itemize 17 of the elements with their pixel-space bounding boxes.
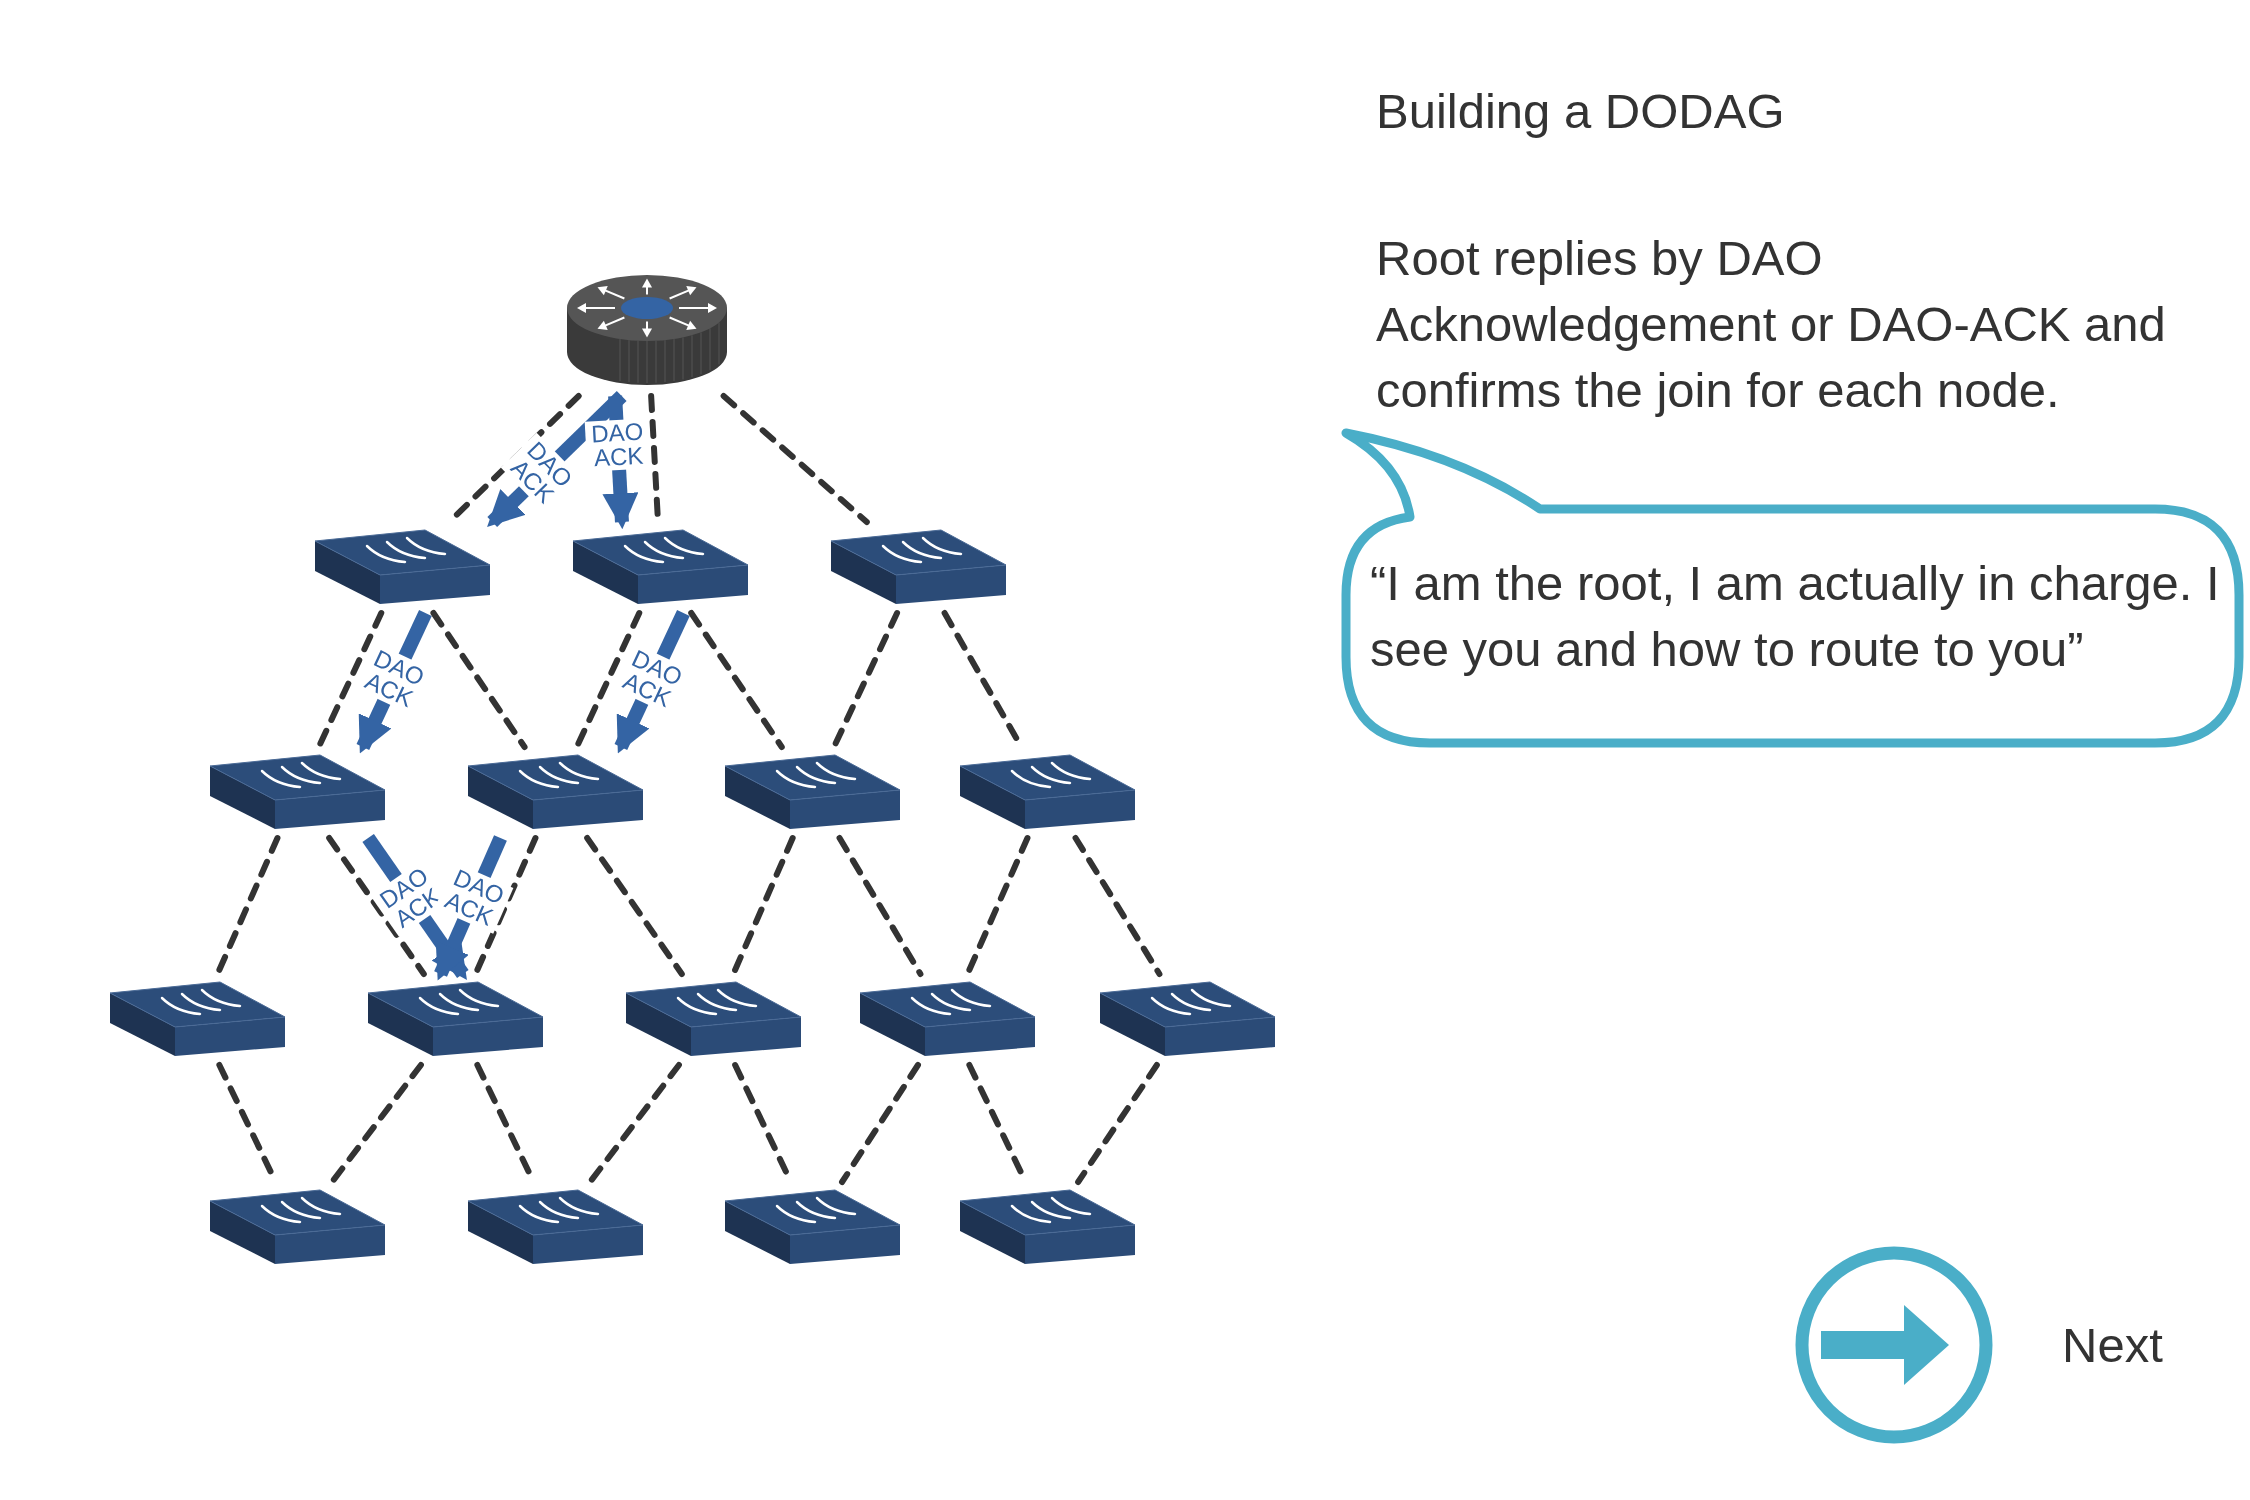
- dashed-link: [584, 835, 685, 977]
- dashed-link: [720, 393, 870, 525]
- dashed-link: [329, 1062, 424, 1185]
- dashed-link: [315, 610, 385, 750]
- dashed-link: [587, 1062, 682, 1185]
- dashed-link: [573, 610, 643, 750]
- dashed-link: [326, 835, 427, 977]
- dashed-link: [836, 835, 924, 977]
- body-text: Root replies by DAO Acknowledgement or DAO-ACK and confirms the join for each node.: [1376, 230, 2167, 419]
- next-label: Next: [2062, 1317, 2164, 1374]
- dashed-link: [430, 610, 528, 750]
- speech-text: “I am the root, I am actually in charge. I see you and how to route to you”: [1370, 555, 2221, 678]
- dashed-link: [688, 610, 785, 750]
- dashed-link: [839, 1062, 921, 1185]
- dashed-link: [1075, 1062, 1160, 1185]
- dashed-link: [1072, 835, 1163, 977]
- title: Building a DODAG: [1376, 83, 1785, 140]
